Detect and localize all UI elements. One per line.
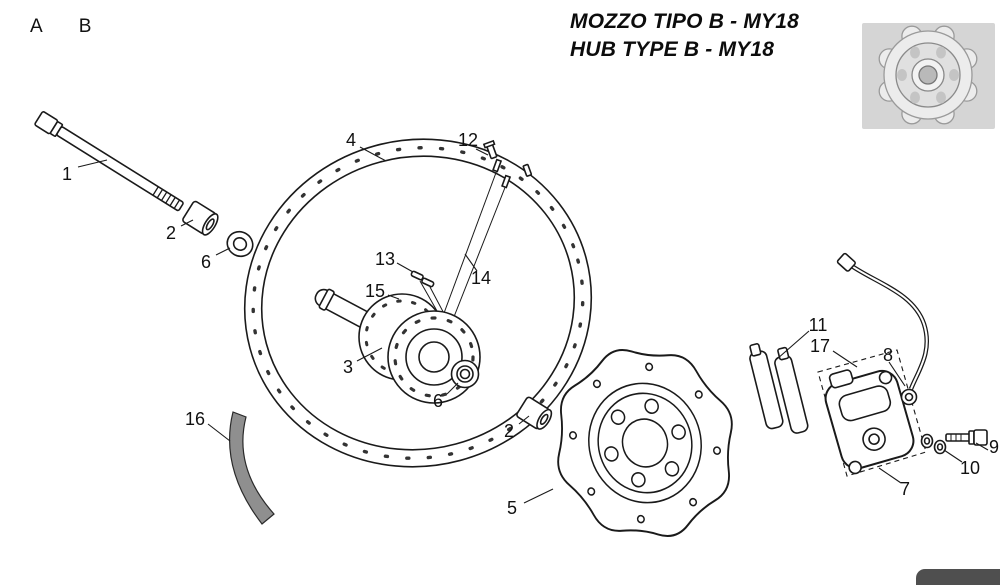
part-bearing-right: [450, 359, 480, 389]
leader-6a: [215, 247, 231, 256]
callout-bearing-right: 6: [433, 391, 443, 411]
callout-labels: 1 2 6 4 12 13 14 15 3 6 2 16 5 11 17 8 7…: [62, 130, 999, 518]
part-spacer-left: [182, 200, 219, 236]
part-washers: [920, 433, 947, 455]
leader-2a: [180, 219, 194, 227]
part-brake-caliper: [824, 369, 915, 475]
callout-bearing-left: 6: [201, 252, 211, 272]
variant-letters: A B: [30, 16, 91, 38]
part-brake-disc: [557, 349, 733, 537]
part-brake-pads: [749, 343, 809, 434]
callout-brake-pads: 11: [809, 315, 828, 335]
callout-rim: 4: [346, 130, 356, 150]
part-rim-band: [228, 411, 275, 525]
title-italian: MOZZO TIPO B - MY18: [570, 10, 799, 33]
callout-axle: 1: [62, 164, 72, 184]
variant-letter-b: B: [78, 16, 92, 37]
leader-6b: [446, 382, 459, 395]
leader-lines: [77, 146, 989, 504]
part-hub: [314, 288, 481, 404]
leader-4: [359, 146, 387, 162]
leader-10: [943, 449, 963, 463]
callout-nipple-lower: 15: [365, 281, 385, 301]
leader-3: [356, 347, 383, 362]
leader-16: [207, 423, 231, 442]
callout-screw: 12: [458, 130, 478, 150]
part-banjo-bolt: [945, 429, 988, 446]
part-spacer-right: [516, 396, 553, 430]
leader-17: [832, 350, 858, 368]
leader-8: [888, 361, 906, 387]
callout-banjo-fitting: 8: [883, 345, 893, 365]
leader-14: [464, 253, 478, 272]
callout-washers: 10: [960, 458, 980, 478]
callout-spacer-right: 2: [504, 421, 514, 441]
callout-rim-band: 16: [185, 409, 205, 429]
hub-photo-thumbnail: [862, 23, 995, 129]
leader-11: [776, 330, 810, 360]
leader-9: [975, 442, 989, 451]
callout-hub: 3: [343, 357, 353, 377]
leader-5: [523, 488, 554, 504]
callout-brake-caliper: 7: [900, 479, 910, 499]
part-bearing-left: [226, 230, 254, 258]
leader-15: [387, 294, 400, 300]
leader-1: [77, 159, 108, 168]
callout-spoke: 14: [471, 268, 491, 288]
title-block: MOZZO TIPO B - MY18 HUB TYPE B - MY18: [570, 8, 799, 65]
leader-12: [475, 148, 489, 156]
leader-7: [878, 467, 902, 484]
part-screw: [482, 139, 533, 177]
callout-pad-spring: 17: [810, 336, 830, 356]
footer-corner-bar: [916, 569, 1000, 585]
leader-2b: [518, 415, 530, 425]
variant-letter-a: A: [30, 16, 43, 37]
part-rim: [243, 138, 593, 468]
part-axle: [34, 111, 184, 212]
leader-13: [396, 262, 414, 273]
callout-spacer-left: 2: [166, 223, 176, 243]
part-brake-hose: [836, 252, 930, 406]
callout-brake-disc: 5: [507, 498, 517, 518]
callout-banjo-bolt: 9: [989, 437, 999, 457]
title-english: HUB TYPE B - MY18: [570, 38, 775, 62]
callout-nipples-upper: 13: [375, 249, 395, 269]
